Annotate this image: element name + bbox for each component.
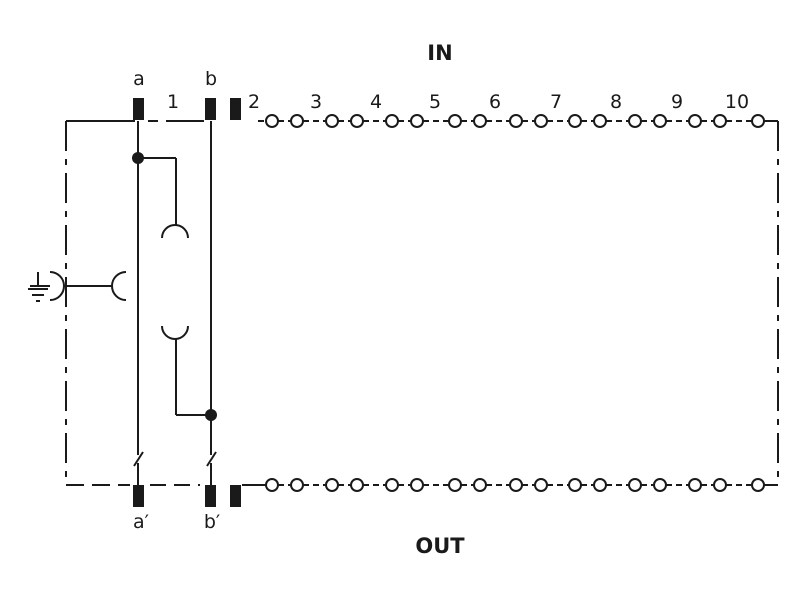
top-terminal-8	[509, 114, 523, 128]
top-terminal-2	[325, 114, 339, 128]
pin-label-a: a	[133, 68, 145, 90]
pin-label-a-prime: a′	[133, 511, 149, 533]
bottom-terminal-16	[751, 478, 765, 492]
bottom-terminal-4	[385, 478, 399, 492]
top-terminal-1	[290, 114, 304, 128]
pair-number-7: 7	[550, 91, 562, 113]
bottom-terminal-2	[325, 478, 339, 492]
block-b-bottom	[205, 485, 216, 507]
pair-number-1: 1	[167, 91, 179, 113]
top-terminal-5	[410, 114, 424, 128]
in-label: IN	[427, 41, 452, 65]
bottom-terminal-6	[448, 478, 462, 492]
top-terminal-15	[713, 114, 727, 128]
junction-dot-a	[132, 152, 144, 164]
bottom-terminal-9	[534, 478, 548, 492]
pair-number-4: 4	[370, 91, 382, 113]
top-terminal-10	[568, 114, 582, 128]
top-terminal-14	[688, 114, 702, 128]
switch-mark-b	[206, 451, 217, 467]
out-label: OUT	[415, 534, 465, 558]
bottom-terminal-1	[290, 478, 304, 492]
bottom-terminal-7	[473, 478, 487, 492]
top-terminal-7	[473, 114, 487, 128]
block-b-top	[205, 98, 216, 120]
bottom-terminal-12	[628, 478, 642, 492]
top-terminal-13	[653, 114, 667, 128]
pin-label-b-prime: b′	[204, 511, 220, 533]
top-terminal-16	[751, 114, 765, 128]
pair-number-3: 3	[310, 91, 322, 113]
top-terminal-9	[534, 114, 548, 128]
bottom-terminal-15	[713, 478, 727, 492]
bottom-terminal-14	[688, 478, 702, 492]
switch-mark-a	[133, 451, 144, 467]
block-2-bottom	[230, 485, 241, 507]
top-terminal-11	[593, 114, 607, 128]
bottom-terminal-8	[509, 478, 523, 492]
pair-number-10: 10	[725, 91, 749, 113]
bottom-terminal-0	[265, 478, 279, 492]
pair-number-5: 5	[429, 91, 441, 113]
bottom-terminal-3	[350, 478, 364, 492]
top-terminal-6	[448, 114, 462, 128]
junction-dot-b	[205, 409, 217, 421]
top-terminal-12	[628, 114, 642, 128]
pair-number-8: 8	[610, 91, 622, 113]
block-a-bottom	[133, 485, 144, 507]
lower-contact-arc	[161, 325, 189, 340]
bottom-terminal-13	[653, 478, 667, 492]
ground-contact-arc	[49, 271, 65, 301]
top-terminal-0	[265, 114, 279, 128]
bottom-terminal-5	[410, 478, 424, 492]
pair-number-2: 2	[248, 91, 260, 113]
block-2-top	[230, 98, 241, 120]
upper-contact-arc	[161, 224, 189, 239]
pair-number-6: 6	[489, 91, 501, 113]
bottom-terminal-11	[593, 478, 607, 492]
bottom-terminal-10	[568, 478, 582, 492]
top-terminal-3	[350, 114, 364, 128]
left-contact-arc	[111, 271, 127, 301]
pin-label-b: b	[205, 68, 217, 90]
pair-number-9: 9	[671, 91, 683, 113]
block-a-top	[133, 98, 144, 120]
top-terminal-4	[385, 114, 399, 128]
